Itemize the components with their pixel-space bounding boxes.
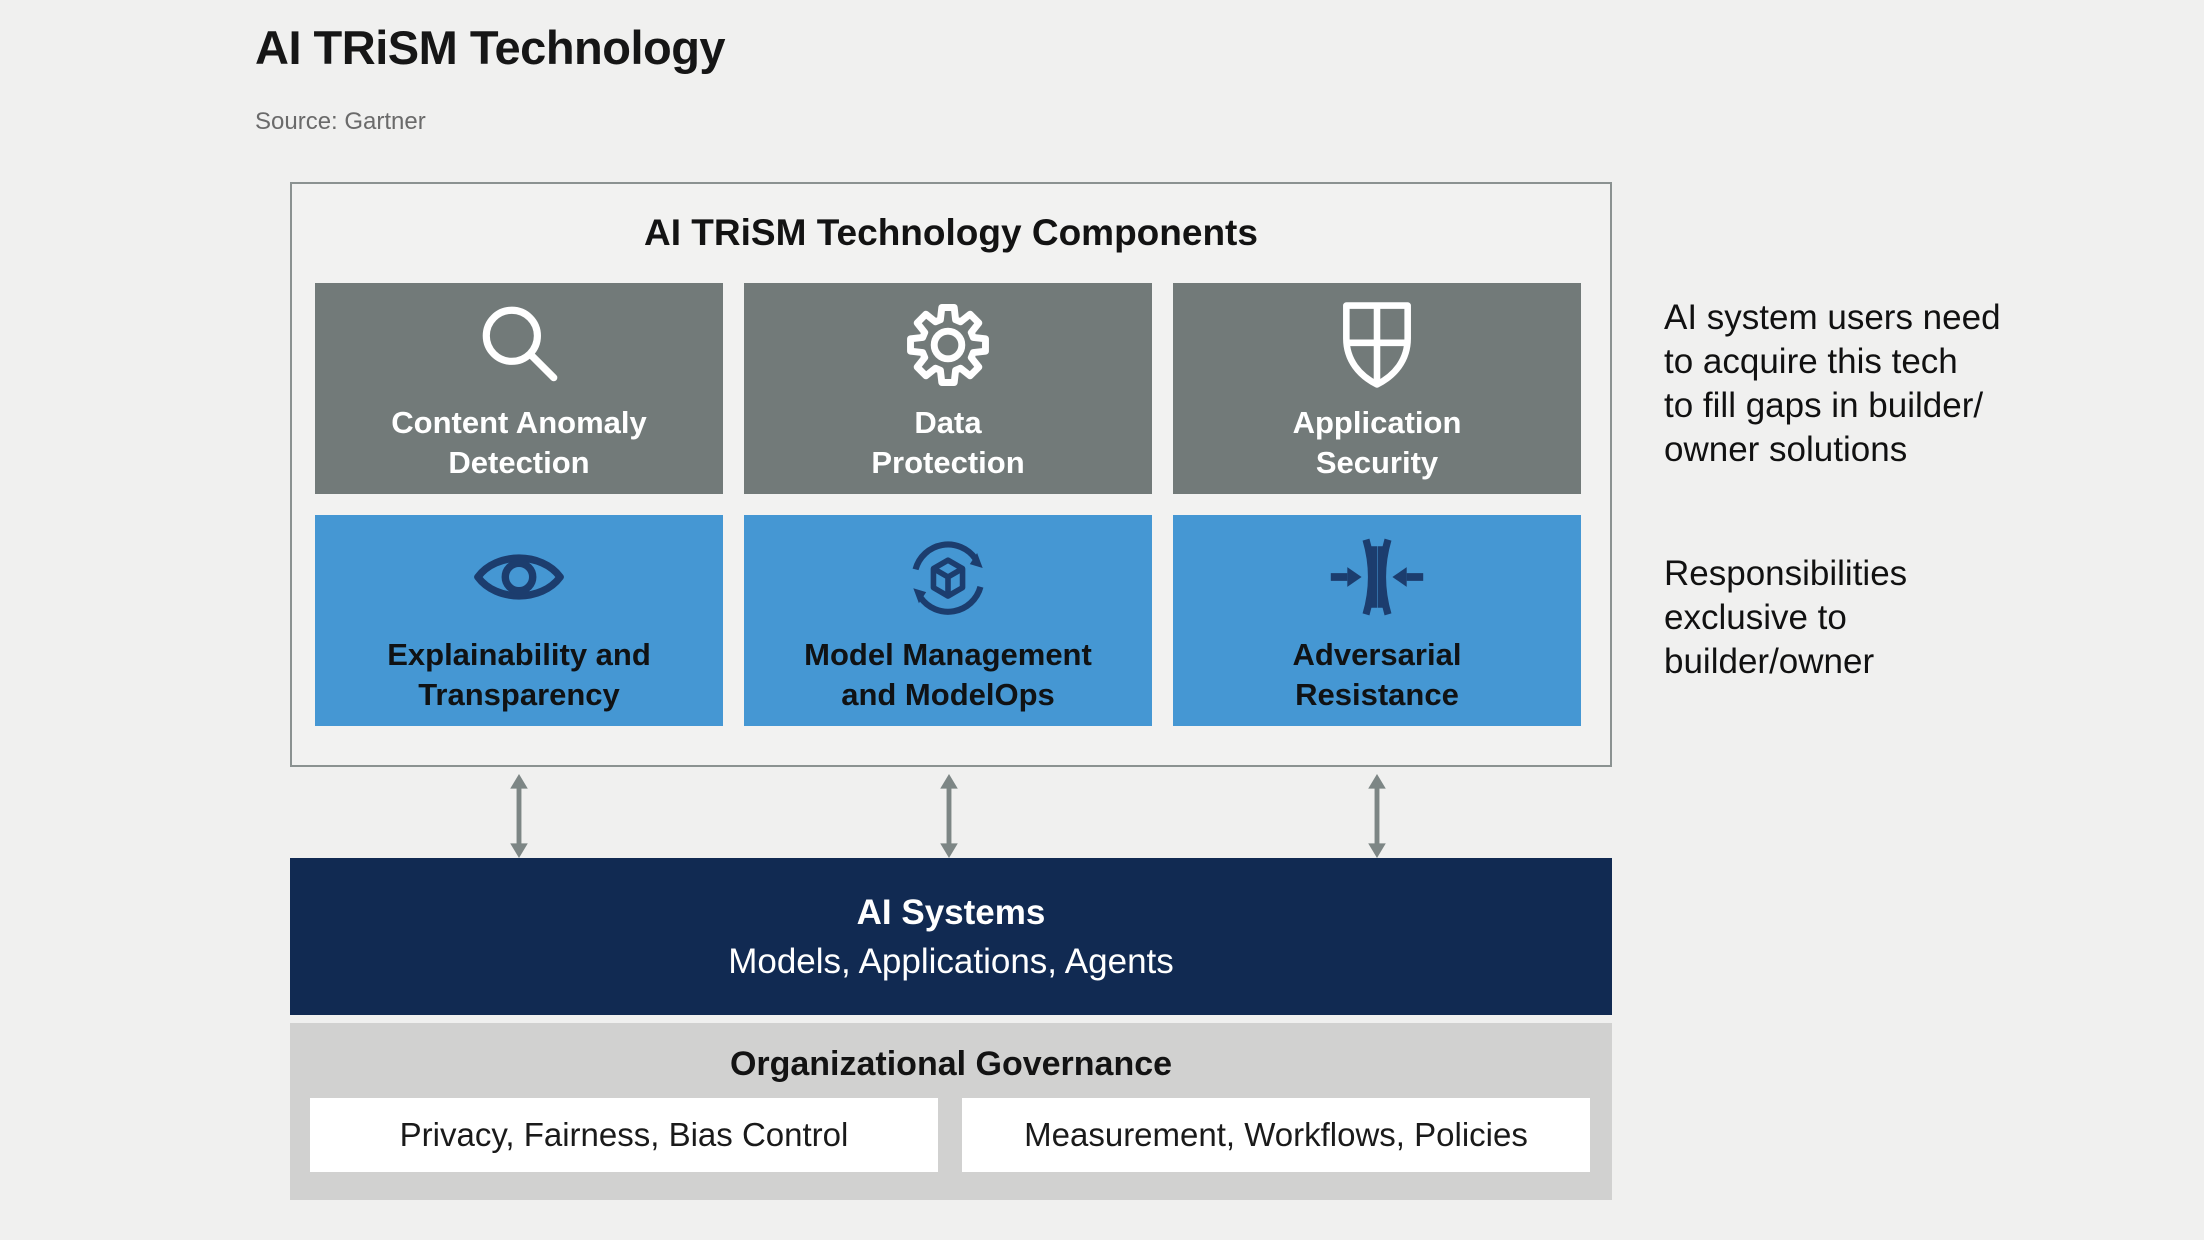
tile-label: Content Anomaly Detection bbox=[391, 404, 647, 480]
annotation-builder-owner: Responsibilities exclusive to builder/ow… bbox=[1664, 554, 1908, 681]
source-attribution: Source: Gartner bbox=[255, 108, 426, 135]
tile-label: Adversarial Resistance bbox=[1292, 636, 1462, 712]
trism-components-container: AI TRiSM Technology Components Content A… bbox=[290, 182, 1612, 767]
ai-systems-subtitle: Models, Applications, Agents bbox=[728, 941, 1174, 981]
governance-item-privacy: Privacy, Fairness, Bias Control bbox=[310, 1098, 938, 1172]
cube-cycle-icon bbox=[901, 527, 995, 627]
double-arrow-icon bbox=[1361, 773, 1393, 859]
double-arrow-icon bbox=[933, 773, 965, 859]
tile-content-anomaly-detection: Content Anomaly Detection bbox=[315, 283, 723, 494]
gear-icon bbox=[902, 295, 994, 395]
tile-data-protection: Data Protection bbox=[744, 283, 1152, 494]
governance-band: Organizational Governance Privacy, Fairn… bbox=[290, 1023, 1612, 1200]
components-header: AI TRiSM Technology Components bbox=[644, 212, 1258, 253]
magnifier-icon bbox=[473, 295, 565, 395]
tile-label: Data Protection bbox=[871, 404, 1025, 480]
governance-header: Organizational Governance bbox=[729, 1045, 1173, 1083]
tile-label: Application Security bbox=[1292, 404, 1462, 480]
shield-icon bbox=[1333, 295, 1421, 395]
page-title: AI TRiSM Technology bbox=[255, 21, 726, 74]
tile-label: Explainability and Transparency bbox=[387, 636, 651, 712]
tile-adversarial-resistance: Adversarial Resistance bbox=[1173, 515, 1581, 726]
tile-explainability-transparency: Explainability and Transparency bbox=[315, 515, 723, 726]
compression-arrows-icon bbox=[1322, 527, 1432, 627]
annotation-users-need: AI system users need to acquire this tec… bbox=[1664, 298, 2001, 469]
ai-systems-title: AI Systems bbox=[856, 892, 1046, 932]
tile-model-management-modelops: Model Management and ModelOps bbox=[744, 515, 1152, 726]
tile-application-security: Application Security bbox=[1173, 283, 1581, 494]
double-arrow-icon bbox=[503, 773, 535, 859]
ai-systems-band: AI Systems Models, Applications, Agents bbox=[290, 858, 1612, 1015]
eye-icon bbox=[471, 527, 567, 627]
governance-item-measurement: Measurement, Workflows, Policies bbox=[962, 1098, 1590, 1172]
tile-label: Model Management and ModelOps bbox=[804, 636, 1092, 712]
